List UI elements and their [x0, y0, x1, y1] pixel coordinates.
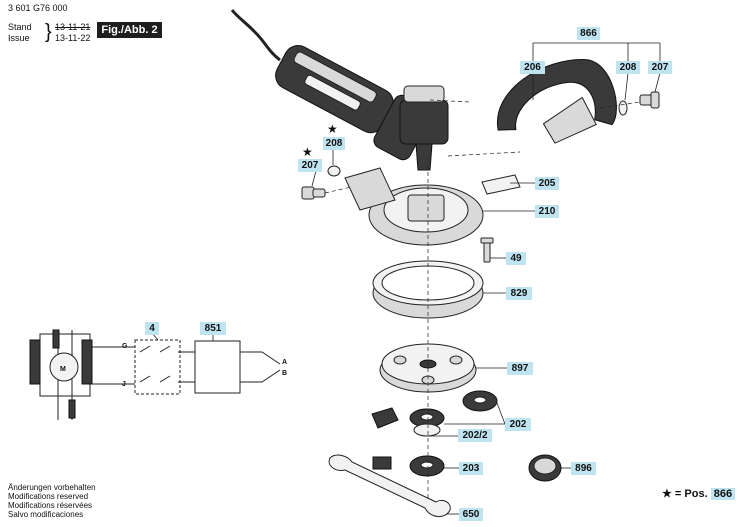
stand-label: Stand [8, 22, 32, 32]
disclaimer-fr: Modifications réservées [8, 501, 93, 510]
legend-text: = Pos. [671, 488, 708, 500]
tag-866[interactable]: 866 [577, 27, 600, 40]
tag-206[interactable]: 206 [520, 61, 545, 74]
tag-202-2[interactable]: 202/2 [458, 429, 492, 442]
wheel-guard [344, 167, 484, 246]
two-pin-wrench [328, 454, 451, 517]
screw-left [301, 186, 326, 200]
tag-897[interactable]: 897 [507, 362, 533, 375]
tag-4[interactable]: 4 [145, 322, 159, 335]
star-208: ★ [327, 122, 338, 136]
label-sticker [481, 174, 521, 195]
spindle [415, 143, 433, 171]
gear-head-cap [403, 85, 445, 103]
g-label: G [122, 343, 128, 350]
figure-badge: Fig./Abb. 2 [97, 22, 162, 38]
side-handle [496, 59, 617, 144]
washer-right [618, 100, 628, 116]
gear-head [399, 99, 449, 145]
clamping-nut-203 [372, 455, 445, 477]
disclaimer: Änderungen vorbehalten Modifications res… [8, 483, 96, 519]
tag-207-left[interactable]: 207 [298, 159, 322, 172]
issue-value: 13-11-22 [55, 33, 91, 43]
legend-star: ★ [662, 488, 672, 500]
flange-nut-stack [409, 408, 445, 437]
disclaimer-en: Modifications reserved [8, 492, 89, 501]
tag-829[interactable]: 829 [506, 287, 532, 300]
washer-left [327, 165, 341, 177]
tag-851[interactable]: 851 [200, 322, 226, 335]
tag-49[interactable]: 49 [506, 252, 526, 265]
tag-210[interactable]: 210 [535, 205, 559, 218]
wiring-schematic: M G J A B [29, 329, 287, 420]
tag-208-right[interactable]: 208 [616, 61, 640, 74]
b-label: B [282, 370, 287, 377]
j-label: J [122, 381, 126, 388]
disclaimer-de: Änderungen vorbehalten [8, 483, 96, 492]
legend-pos[interactable]: 866 [710, 488, 736, 500]
tag-205[interactable]: 205 [535, 177, 559, 190]
part-number: 3 601 G76 000 [8, 3, 68, 13]
issue-label: Issue [8, 33, 30, 43]
a-label: A [282, 359, 287, 366]
power-cable [230, 9, 281, 62]
motor-circle [49, 352, 79, 382]
tag-203[interactable]: 203 [459, 462, 483, 475]
clamping-nut-202 [462, 390, 498, 412]
header-brace: } [45, 21, 52, 43]
star-207: ★ [302, 145, 313, 159]
screw-49 [480, 237, 494, 263]
spanner-tool-small [371, 407, 399, 429]
tag-650[interactable]: 650 [459, 508, 483, 521]
handle-mount-line [447, 151, 521, 157]
star-legend: ★ = Pos. 866 [662, 487, 736, 500]
ring-829 [372, 260, 484, 319]
tag-896[interactable]: 896 [571, 462, 596, 475]
tag-202[interactable]: 202 [505, 418, 531, 431]
disclaimer-es: Salvo modificaciones [8, 510, 84, 519]
tag-207-right[interactable]: 207 [648, 61, 672, 74]
stand-value: 13-11-21 [55, 22, 91, 32]
motor-label: M [60, 366, 66, 373]
tag-208-left[interactable]: 208 [323, 137, 345, 150]
screw-right [639, 91, 660, 109]
quick-nut-896 [528, 454, 562, 482]
